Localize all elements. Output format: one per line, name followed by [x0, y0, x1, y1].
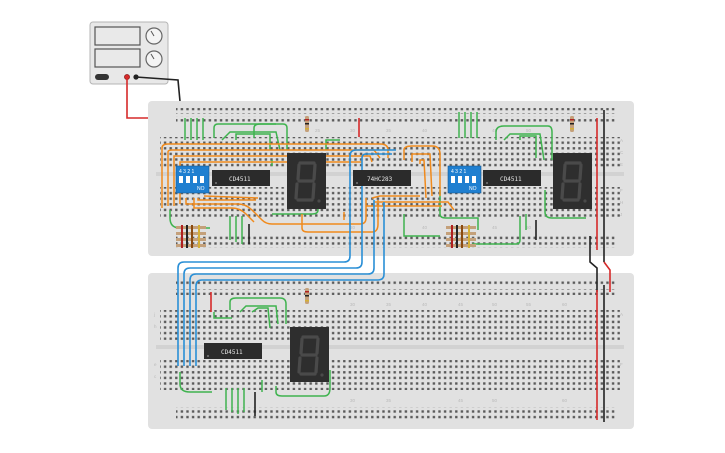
resistor-display-3[interactable]	[305, 288, 309, 304]
col-number: 30	[350, 225, 356, 230]
row-letter: c	[154, 374, 157, 379]
psu-power-switch[interactable]	[95, 74, 109, 80]
col-number: 40	[422, 128, 428, 133]
col-number: 35	[386, 302, 392, 307]
row-letter: H	[620, 200, 623, 205]
dip-switch-positions: 4 3 2 1	[179, 169, 195, 175]
dip-switch-1[interactable]: 4 3 2 1 NO	[175, 165, 210, 194]
power-wires	[210, 110, 611, 422]
dip-switch-label: NO	[469, 186, 477, 192]
col-number: 30	[350, 128, 356, 133]
psu-voltage-display	[94, 26, 141, 46]
breadboard-bottom: 30 35 40 45 50 55 60 30 35 45 50 60 j h …	[148, 273, 634, 429]
col-number: 40	[422, 225, 428, 230]
row-letter: C	[620, 150, 624, 155]
col-number: 45	[458, 302, 464, 307]
chip-cd4511-u1[interactable]: CD4511	[212, 170, 270, 186]
row-letter: h	[154, 324, 157, 329]
row-letter: A	[620, 312, 623, 317]
row-letter: J	[620, 212, 622, 217]
col-number: 50	[526, 128, 532, 133]
resistor-array-top-left[interactable]	[176, 225, 206, 248]
resistor-array-top-right[interactable]	[446, 225, 476, 248]
chip-label: CD4511	[500, 176, 522, 183]
col-number: 60	[562, 398, 568, 403]
seven-segment-display-1[interactable]	[287, 153, 326, 209]
chip-label: CD4511	[221, 349, 243, 356]
resistor-display-1[interactable]	[305, 116, 309, 132]
col-number: 60	[562, 302, 568, 307]
chip-cd4511-u4[interactable]: CD4511	[204, 343, 262, 359]
col-number: 30	[350, 302, 356, 307]
dip-switch-label: NO	[197, 186, 205, 192]
col-number: 55	[526, 302, 532, 307]
row-letter: F	[620, 362, 623, 367]
col-number: 45	[492, 128, 498, 133]
blue-wires	[177, 149, 396, 366]
dip-switch-2[interactable]: 4 3 2 1 NO	[447, 165, 482, 194]
chip-label: CD4511	[229, 176, 251, 183]
col-number: 45	[458, 398, 464, 403]
col-number: 35	[386, 128, 392, 133]
psu-current-display	[94, 48, 141, 68]
col-number: 45	[492, 225, 498, 230]
power-supply[interactable]	[89, 21, 169, 85]
seven-segment-display-3[interactable]	[290, 327, 329, 382]
seven-segment-display-2[interactable]	[553, 153, 592, 209]
green-wires	[169, 112, 587, 414]
dip-switch-positions: 4 3 2 1	[451, 169, 467, 175]
row-letter: A	[620, 138, 623, 143]
row-letter: e	[154, 362, 157, 367]
col-number: 50	[492, 302, 498, 307]
col-number: 35	[386, 398, 392, 403]
col-number: 50	[492, 398, 498, 403]
row-letter: j	[153, 312, 155, 317]
col-number: 25	[315, 128, 321, 133]
chip-74hc283-u2[interactable]: 74HC283	[353, 170, 411, 186]
resistor-display-2[interactable]	[570, 116, 574, 132]
col-number: 50	[526, 225, 532, 230]
col-number: 40	[422, 302, 428, 307]
chip-label: 74HC283	[367, 176, 393, 183]
chip-cd4511-u3[interactable]: CD4511	[483, 170, 541, 186]
col-number: 30	[350, 398, 356, 403]
row-letter: E	[620, 162, 623, 167]
row-letter: F	[620, 188, 623, 193]
